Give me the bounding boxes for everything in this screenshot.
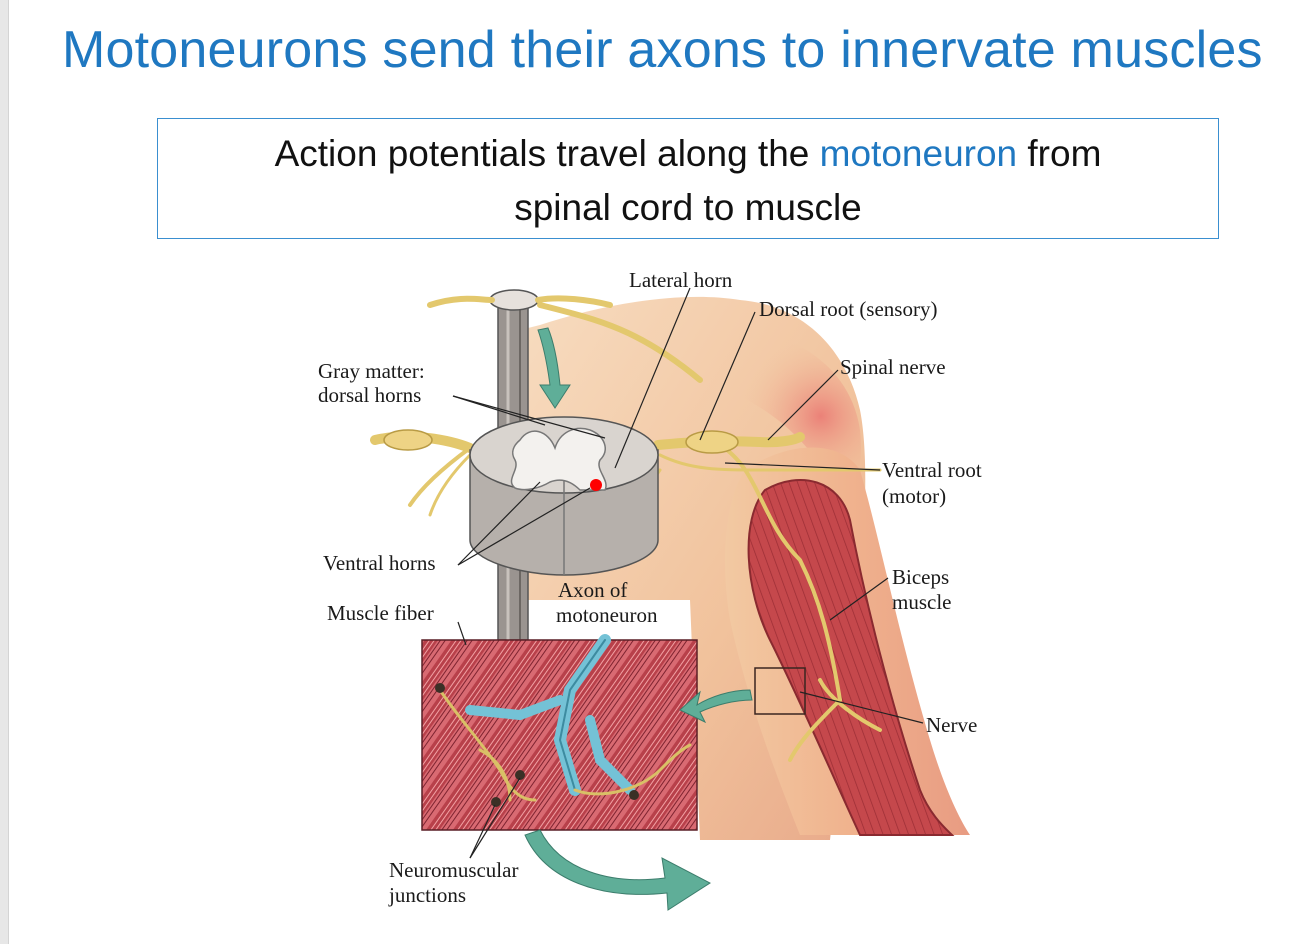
label-nmj-2: junctions: [388, 883, 466, 907]
window-edge: [0, 0, 9, 944]
label-gray-matter-2: dorsal horns: [318, 383, 421, 407]
label-gray-matter-1: Gray matter:: [318, 359, 425, 383]
gray-matter: [510, 427, 607, 491]
zoom-arrow: [679, 689, 753, 724]
left-ganglion: [383, 429, 433, 451]
label-ventral-horns: Ventral horns: [323, 551, 436, 575]
zoom-box: [754, 667, 806, 715]
arm-nerve: [788, 678, 882, 762]
leader-lines: [452, 287, 924, 859]
down-arrow: [537, 327, 571, 409]
label-axon-1: Axon of: [558, 578, 627, 602]
slide-title: Motoneurons send their axons to innervat…: [62, 21, 1263, 79]
callout-line-2: spinal cord to muscle: [514, 187, 862, 228]
label-ventral-root-1: Ventral root: [882, 458, 982, 482]
callout-text-end: from: [1017, 133, 1102, 174]
callout-highlight: motoneuron: [819, 133, 1018, 174]
label-nmj-1: Neuromuscular: [389, 858, 518, 882]
curve-arrow: [524, 829, 711, 911]
motoneuron-dot: [590, 479, 602, 491]
upper-nerve-roots: [427, 295, 703, 383]
label-spinal-nerve: Spinal nerve: [840, 355, 946, 379]
dorsal-root-ganglion: [685, 430, 739, 454]
upper-cord-section: [489, 289, 539, 311]
axon-branches: [438, 634, 692, 802]
label-nerve: Nerve: [926, 713, 977, 737]
shoulder-shading: [700, 328, 861, 488]
label-axon-2: motoneuron: [556, 603, 658, 627]
junction-dots: [435, 683, 639, 807]
label-muscle-fiber: Muscle fiber: [327, 601, 434, 625]
callout-text-start: Action potentials travel along the: [274, 133, 820, 174]
label-dorsal-root: Dorsal root (sensory): [759, 297, 937, 321]
label-biceps-1: Biceps: [892, 565, 949, 589]
label-biceps-2: muscle: [892, 590, 951, 614]
callout-box: Action potentials travel along the moton…: [157, 118, 1219, 239]
biceps-muscle: [747, 479, 955, 836]
label-ventral-root-2: (motor): [882, 484, 946, 508]
label-lateral-horn: Lateral horn: [629, 268, 733, 292]
